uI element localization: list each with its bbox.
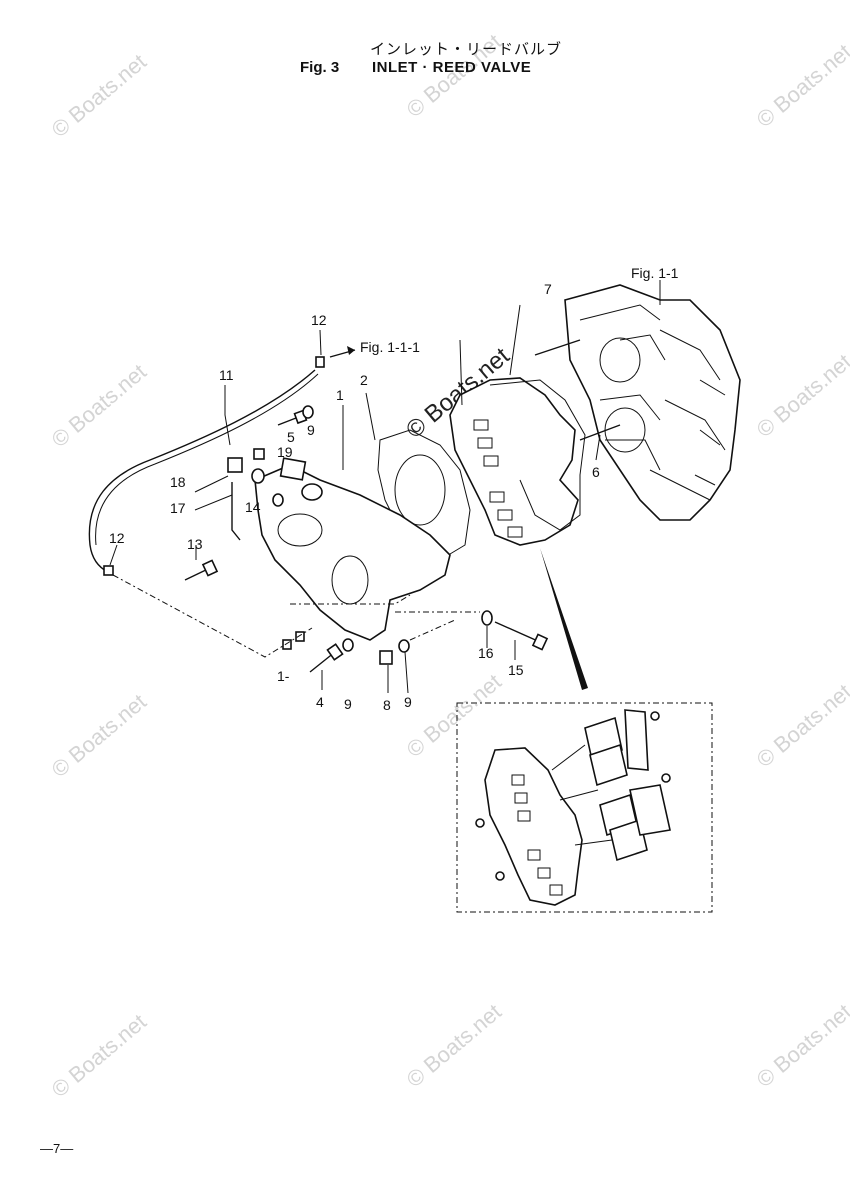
gasket-port bbox=[394, 454, 446, 526]
page-number: —7— bbox=[40, 1141, 74, 1156]
bolt-4-head bbox=[326, 643, 344, 661]
washer-16 bbox=[481, 610, 493, 626]
stud-lower bbox=[579, 424, 621, 441]
nut-8 bbox=[379, 650, 393, 665]
ref-fig-1-1-1: Fig. 1-1-1 bbox=[360, 339, 420, 355]
detail-inset bbox=[456, 702, 713, 913]
bolt-15 bbox=[494, 621, 541, 643]
bolt-13-head bbox=[201, 559, 219, 577]
leader-7-plate bbox=[509, 304, 521, 376]
crankcase-illustration bbox=[564, 284, 741, 521]
callout-14: 14 bbox=[245, 499, 261, 515]
leader-10 bbox=[459, 339, 463, 406]
screw-5 bbox=[277, 417, 297, 426]
callout-6: 6 bbox=[592, 464, 600, 480]
callout-8: 8 bbox=[383, 697, 391, 713]
callout-2: 2 bbox=[360, 372, 368, 388]
callout-12-bottom: 12 bbox=[109, 530, 125, 546]
gasket-reed bbox=[489, 379, 586, 531]
ref-arrowhead bbox=[347, 346, 355, 355]
callout-7: 7 bbox=[544, 281, 552, 297]
callout-9-top: 9 bbox=[307, 422, 315, 438]
title-japanese: インレット・リードバルブ bbox=[370, 41, 563, 58]
callout-1: 1 bbox=[336, 387, 344, 403]
leader-12-bottom bbox=[109, 544, 118, 566]
washer-14 bbox=[272, 493, 284, 507]
washer-9-mid bbox=[342, 638, 354, 652]
callout-1-lower: 1- bbox=[277, 668, 290, 684]
leader-18 bbox=[194, 475, 229, 493]
washer-9-right bbox=[398, 639, 410, 653]
reed-valve-plate bbox=[449, 377, 579, 546]
callout-5: 5 bbox=[287, 429, 295, 445]
stud-upper bbox=[534, 339, 581, 356]
washer-9-top bbox=[302, 405, 314, 419]
fitting-18 bbox=[227, 457, 243, 473]
bolt-15-head bbox=[531, 633, 549, 651]
callout-4: 4 bbox=[316, 694, 324, 710]
fitting-19 bbox=[253, 448, 265, 460]
center-line-mid bbox=[290, 594, 411, 605]
callout-16: 16 bbox=[478, 645, 494, 661]
callout-11: 11 bbox=[219, 367, 234, 383]
part-1-small bbox=[282, 639, 292, 650]
figure-title: INLET · REED VALVE bbox=[372, 59, 532, 76]
clip-upper bbox=[315, 356, 325, 368]
callout-19: 19 bbox=[277, 444, 293, 460]
leader-9-right bbox=[404, 651, 409, 694]
leader-12-top bbox=[319, 329, 322, 356]
callout-13: 13 bbox=[187, 536, 203, 552]
clip-lower bbox=[103, 565, 114, 576]
fuel-hose-edge bbox=[95, 373, 319, 546]
gasket-inlet bbox=[377, 429, 471, 561]
center-line-left bbox=[112, 574, 313, 658]
callout-17: 17 bbox=[170, 500, 186, 516]
leader-6 bbox=[595, 434, 601, 461]
figure-number: Fig. 3 bbox=[300, 59, 340, 76]
callout-9-mid: 9 bbox=[344, 696, 352, 712]
rod-17 bbox=[231, 482, 241, 541]
part-1-small-b bbox=[295, 631, 305, 642]
ref-fig-1-1: Fig. 1-1 bbox=[631, 265, 679, 281]
leader-17 bbox=[194, 494, 233, 511]
detail-zoom-wedge bbox=[540, 548, 588, 690]
callout-18: 18 bbox=[170, 474, 186, 490]
callout-12-top: 12 bbox=[311, 312, 327, 328]
washer-14-top bbox=[251, 468, 265, 484]
fuel-hose bbox=[88, 369, 316, 573]
callout-15: 15 bbox=[508, 662, 524, 678]
leader-2 bbox=[365, 392, 376, 441]
inlet-manifold bbox=[254, 457, 451, 641]
center-line-right bbox=[409, 619, 456, 641]
callout-9-right: 9 bbox=[404, 694, 412, 710]
leader-11 bbox=[224, 385, 231, 446]
